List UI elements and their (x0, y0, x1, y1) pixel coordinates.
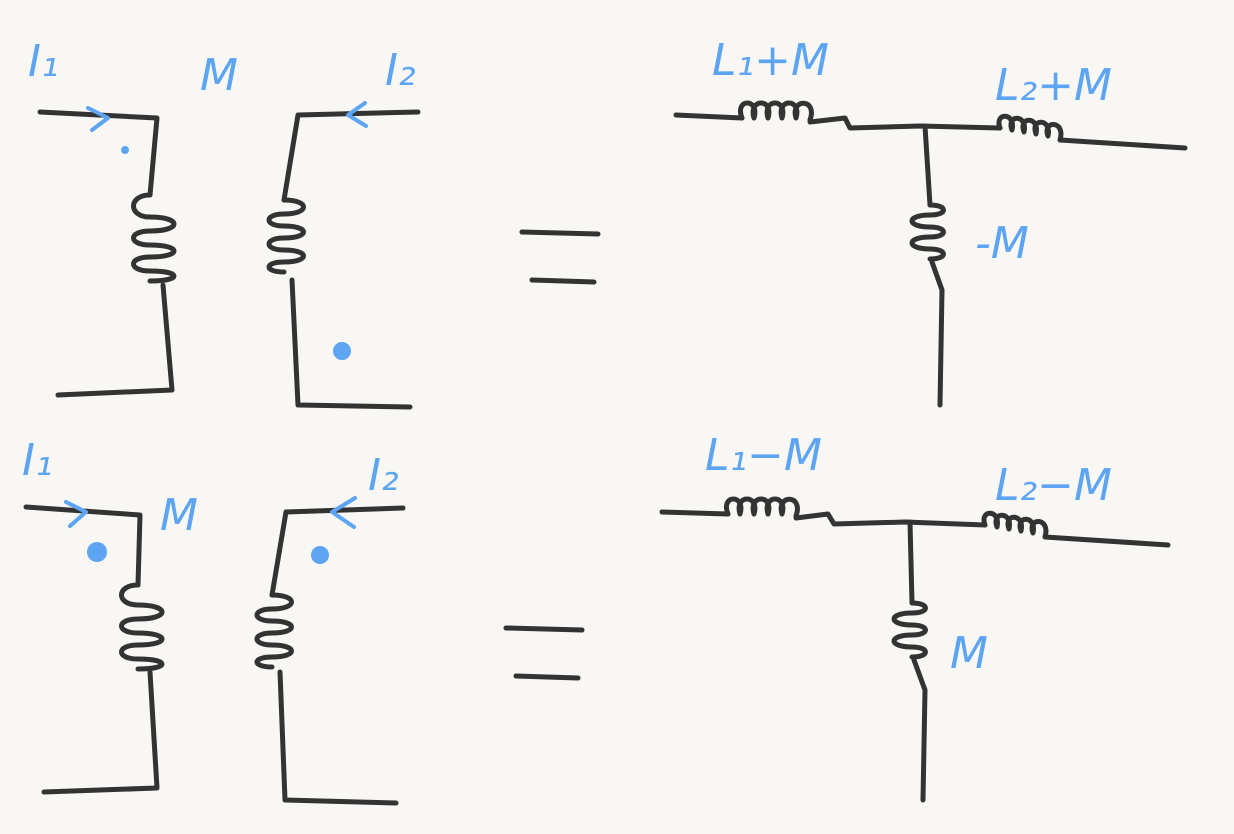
top-dot-coil2 (333, 342, 351, 360)
top-dot-coil1 (121, 146, 129, 154)
top-equals-sign (519, 229, 601, 285)
bottom-t-shunt-wire-lower (911, 657, 928, 803)
bottom-coupled-inductors: I₁ M I₂ (22, 435, 406, 806)
top-coil2-winding (266, 197, 306, 275)
top-t-equivalent: L₁+M L₂+M -M (673, 35, 1188, 408)
top-t-right-inductor (996, 113, 1064, 143)
top-coil1-wire-lower (55, 282, 175, 398)
bottom-t-shunt-inductor (891, 600, 928, 660)
top-coil2-wire-lower (289, 277, 413, 410)
bottom-dot-coil1 (87, 542, 107, 562)
top-t-middle-wire (807, 115, 1003, 131)
bottom-t-left-wire (659, 509, 731, 517)
top-mutual-label: M (200, 50, 238, 101)
bottom-current-1-arrow (64, 500, 88, 528)
bottom-current-2-label: I₂ (368, 450, 399, 501)
bottom-t-series-right-label: L₂−M (995, 460, 1112, 511)
bottom-coil2-winding (254, 592, 294, 670)
top-coil2-wire-upper (281, 109, 421, 203)
bottom-t-middle-wire (793, 511, 988, 528)
top-current-1-arrow (86, 106, 110, 132)
bottom-t-left-inductor (724, 496, 800, 519)
top-coupled-inductors: I₁ M I₂ (28, 36, 421, 410)
top-t-right-wire (1057, 137, 1188, 151)
bottom-equals-sign (503, 625, 585, 681)
top-t-series-left-label: L₁+M (712, 35, 829, 86)
top-t-shunt-inductor (909, 202, 946, 262)
top-current-2-arrow (346, 101, 368, 128)
top-current-1-label: I₁ (28, 36, 59, 87)
top-t-series-right-label: L₂+M (995, 60, 1112, 111)
bottom-coil1-winding (119, 582, 165, 672)
bottom-coil2-wire-upper (269, 505, 406, 598)
bottom-coil2-wire-lower (277, 669, 399, 806)
bottom-t-equivalent: L₁−M L₂−M M (659, 430, 1171, 803)
bottom-current-1-label: I₁ (22, 435, 53, 486)
top-current-2-label: I₂ (385, 45, 416, 96)
top-t-shunt-label: -M (975, 218, 1029, 269)
bottom-t-series-left-label: L₁−M (705, 430, 822, 481)
top-t-shunt-wire-upper (922, 123, 933, 208)
top-t-left-inductor (738, 100, 814, 123)
bottom-t-shunt-label: M (950, 628, 988, 679)
bottom-coil1-wire-lower (41, 669, 160, 795)
bottom-t-right-wire (1042, 534, 1171, 548)
bottom-t-right-inductor (981, 510, 1049, 540)
top-coil1-wire-upper (37, 109, 160, 198)
bottom-current-2-arrow (330, 496, 357, 529)
top-t-shunt-wire-lower (929, 259, 945, 408)
bottom-mutual-label: M (160, 490, 198, 541)
top-coil1-winding (131, 192, 177, 284)
top-t-left-wire (673, 112, 745, 121)
bottom-dot-coil2 (311, 546, 329, 564)
bottom-coil1-wire-upper (23, 504, 143, 588)
bottom-t-shunt-wire-upper (907, 519, 915, 606)
